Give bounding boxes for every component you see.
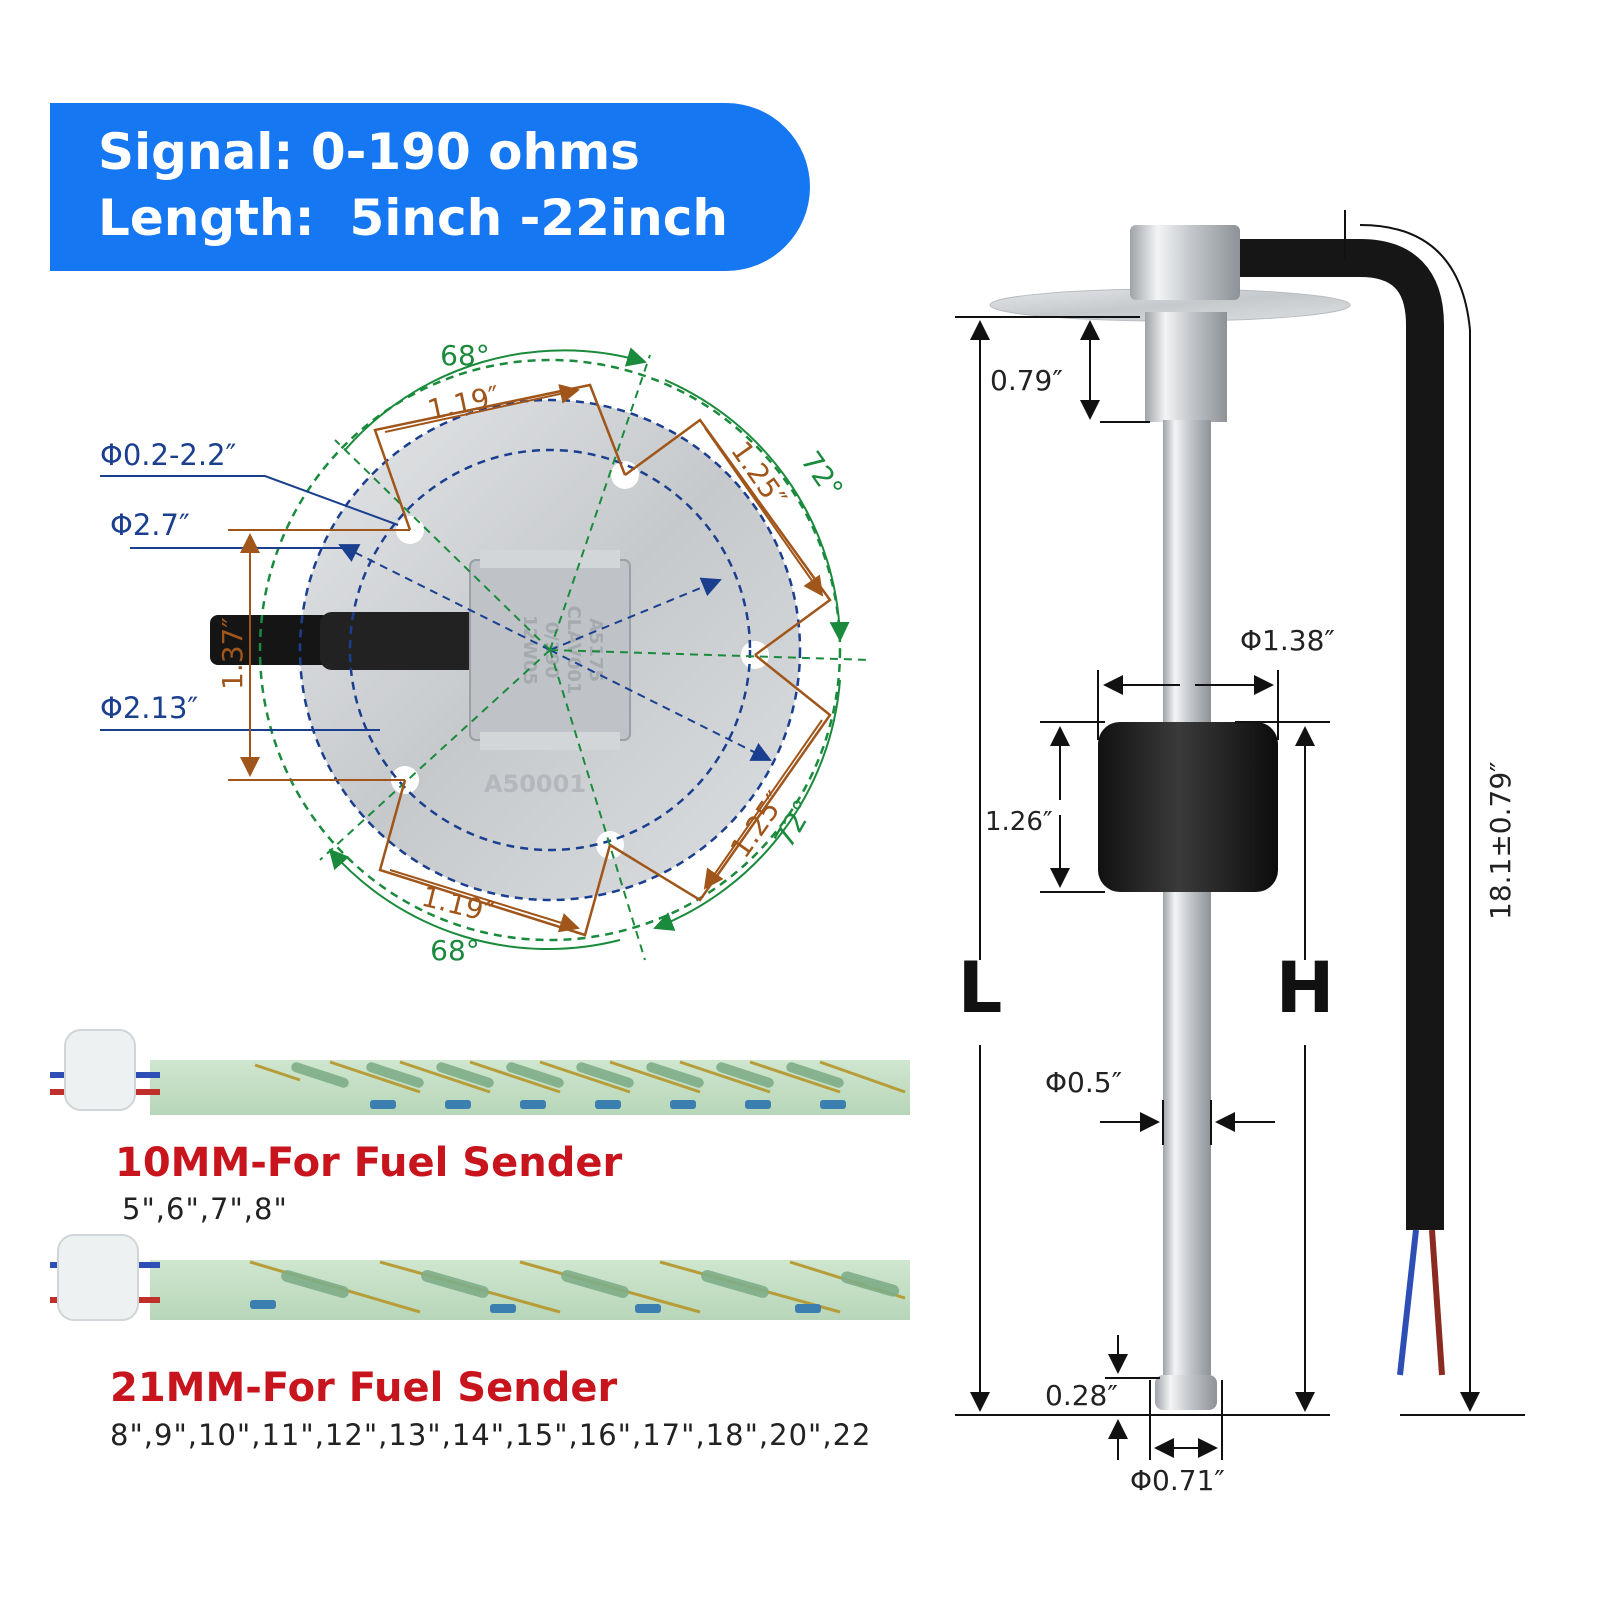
outer-diameter-label: Φ2.7″ [110,508,190,542]
angle-right-top-label: 72° [794,445,850,505]
board-10mm-sizes: 5",6",7",8" [122,1192,288,1226]
top-head [1130,225,1240,300]
float [1098,722,1278,892]
board-21mm-sizes: 8",9",10",11",12",13",14",15",16",17",18… [110,1418,872,1452]
angle-bottom-label: 68° [430,934,480,967]
top-height-label: 0.79″ [990,364,1063,397]
hole-diameter-label: Φ0.2-2.2″ [100,438,237,472]
body-code: A50001 [484,770,586,798]
connector-21mm [57,1234,139,1321]
flange-top-view: A5175 CLAV001 0/190 12W05 A50001 [100,339,871,967]
flange-cable [210,615,330,665]
sensor-side-view: L H 0.79″ Φ1.38″ 1.26″ Φ0.5″ 0.28″ [955,210,1525,1497]
sensor-cable [1235,239,1444,1230]
top-collar [1145,312,1227,422]
end-height-label: 0.28″ [1045,1379,1118,1412]
float-diameter-label: Φ1.38″ [1240,624,1335,657]
label-line-4: 12W05 [519,615,540,685]
length-L-label: L [958,947,1003,1029]
angle-top-label: 68° [440,339,490,372]
spec-banner: Signal: 0-190 ohms Length: 5inch -22inch [50,103,810,271]
height-mark-label: 1.37″ [216,617,249,690]
inner-diameter-label: Φ2.13″ [100,691,198,725]
end-diameter-label: Φ0.71″ [1130,1464,1225,1497]
end-stop [1155,1375,1217,1410]
label-line-2: CLAV001 [563,606,584,695]
height-H-label: H [1276,947,1335,1029]
board-10mm-title: 10MM-For Fuel Sender [115,1140,623,1186]
cable-length-label: 18.1±0.79″ [1484,761,1517,920]
inner-bolt-circle [348,448,752,852]
outer-circle [298,398,802,902]
signal-spec: Signal: 0-190 ohms [98,123,640,181]
float-height-label: 1.26″ [985,807,1053,837]
length-spec: Length: 5inch -22inch [98,189,728,247]
sensor-rod [1163,420,1211,1375]
board-21mm [50,1234,910,1321]
connector-10mm [64,1029,136,1111]
angle-circle [258,358,842,942]
board-10mm [50,1029,910,1115]
board-21mm-title: 21MM-For Fuel Sender [110,1365,618,1411]
rod-diameter-label: Φ0.5″ [1045,1066,1122,1099]
